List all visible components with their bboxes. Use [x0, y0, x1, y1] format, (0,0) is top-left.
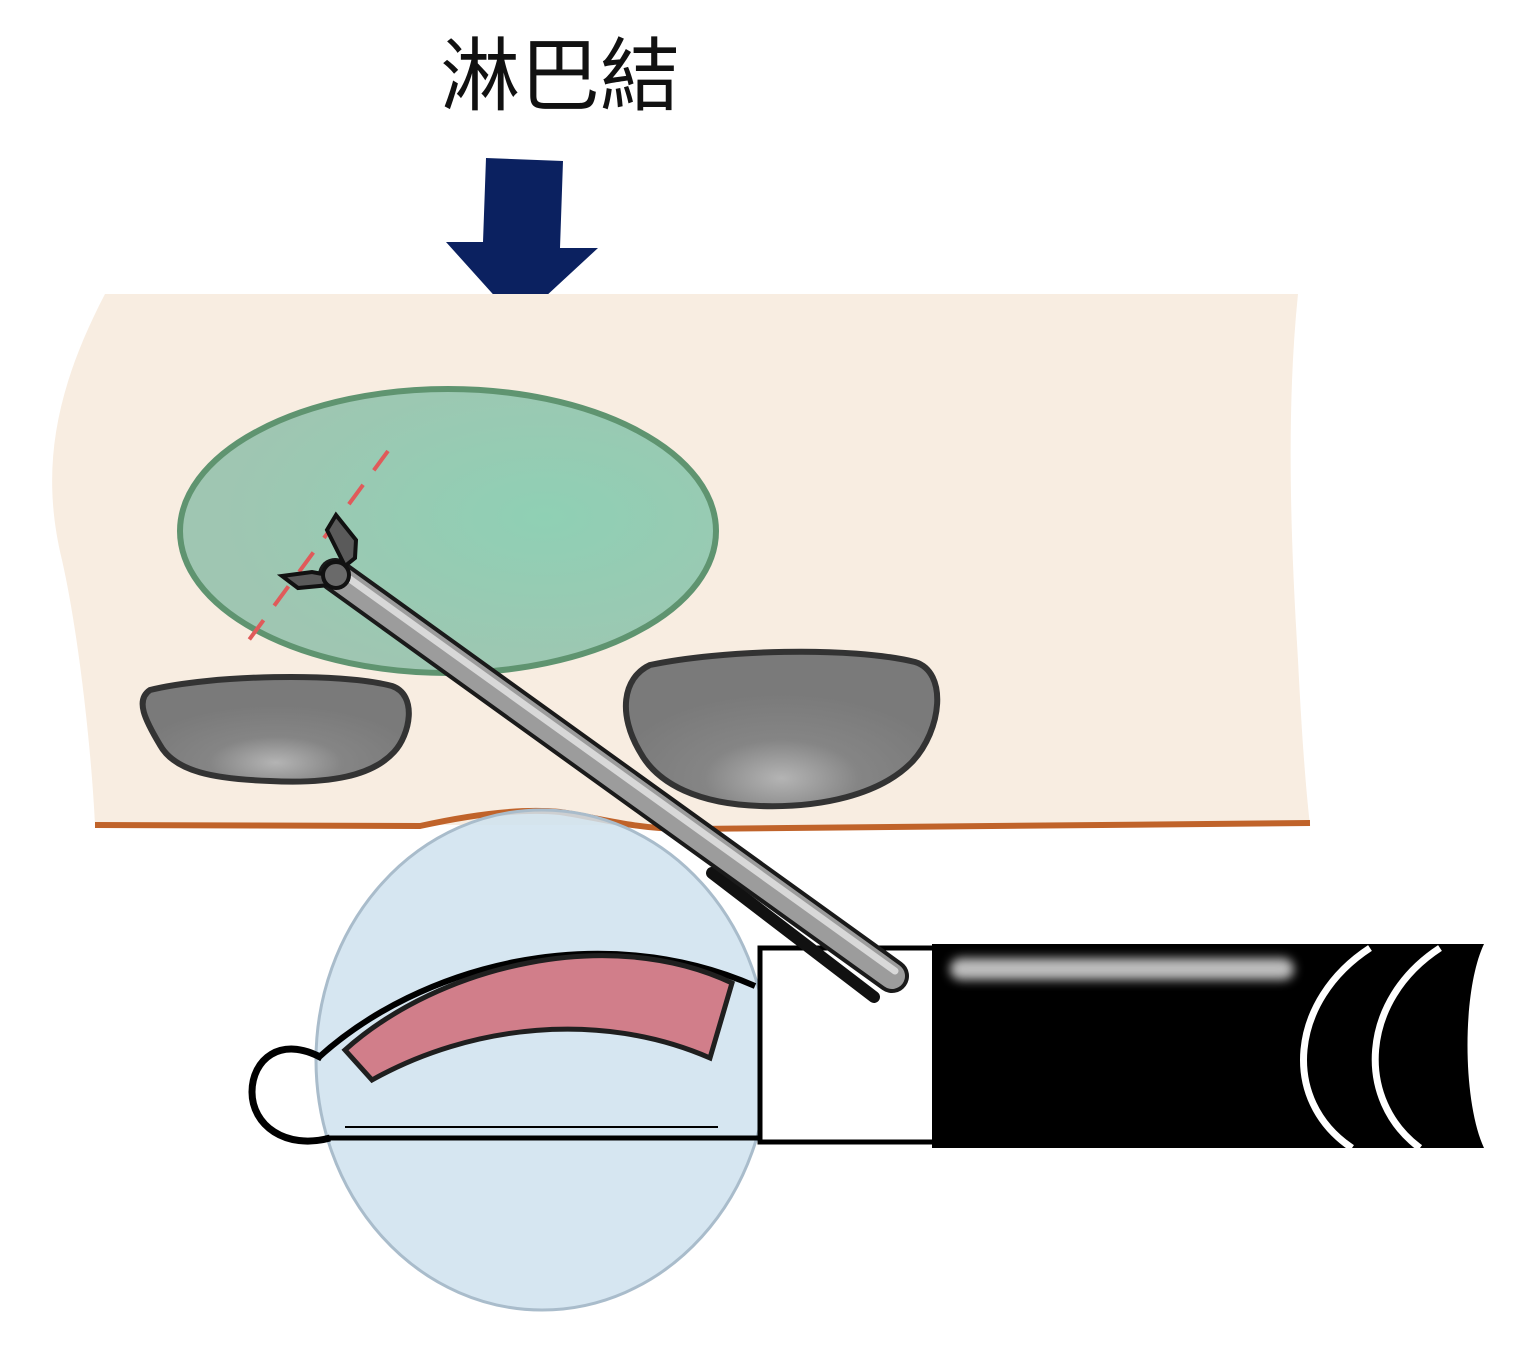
endoscope-highlight: [950, 958, 1294, 980]
ultrasound-transducer: [341, 953, 735, 1084]
forceps-shaft-highlight: [336, 568, 899, 975]
forceps-shaft: [322, 562, 905, 989]
endoscope-icon: [932, 944, 1484, 1148]
endoscope-ring-1: [1300, 945, 1372, 1151]
lymph-node: [177, 386, 719, 676]
forceps-hinge: [321, 560, 351, 590]
endoscope-ring-2: [1371, 945, 1442, 1151]
down-arrow-icon: [446, 158, 598, 322]
biopsy-forceps-icon: [276, 511, 909, 1003]
lymph-node-label: 淋巴結: [440, 30, 680, 123]
blood-vessel-left: [139, 673, 412, 785]
forceps-sheath-shadow: [706, 867, 880, 1003]
endoscope-tip-knob: [248, 1045, 331, 1145]
transducer-housing-top: [315, 950, 757, 1061]
blood-vessel-right: [622, 648, 941, 810]
forceps-jaw-upper: [324, 511, 359, 570]
